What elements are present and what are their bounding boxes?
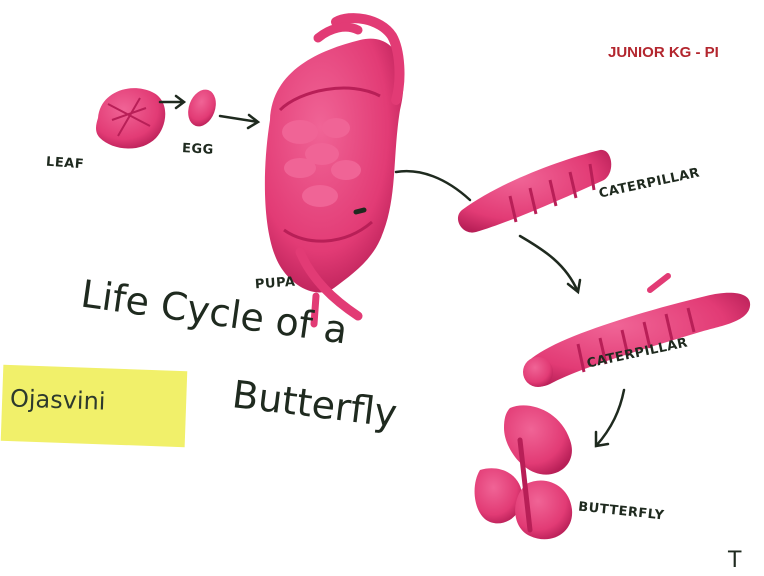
leaf-model	[96, 88, 165, 148]
pupa-label: PUPA	[255, 275, 296, 293]
arrow-egg-to-pupa	[220, 115, 258, 128]
arrow-to-butterfly	[596, 390, 624, 446]
student-name: Ojasvini	[10, 384, 106, 415]
arrow-to-caterpillar	[520, 236, 580, 292]
arrow-pupa-to-baby-caterpillar	[396, 171, 470, 200]
butterfly-model	[475, 405, 573, 539]
leaf-label: LEAF	[46, 155, 85, 173]
baby-caterpillar-model	[458, 150, 611, 233]
class-label: JUNIOR KG - PI	[608, 44, 719, 61]
caterpillar-model	[523, 276, 750, 387]
egg-label: EGG	[182, 141, 214, 158]
corner-text: T	[728, 548, 741, 573]
egg-model	[183, 86, 220, 131]
